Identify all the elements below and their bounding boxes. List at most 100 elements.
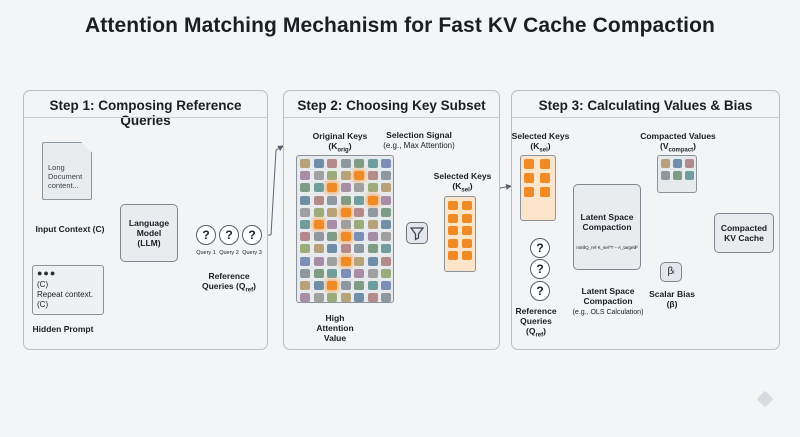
filter-icon	[406, 222, 428, 244]
high-attention-key-cell	[524, 173, 534, 183]
input-context-label: Input Context (C)	[35, 224, 105, 234]
latent-caption: Latent Space Compaction	[572, 286, 644, 306]
key-cell	[340, 159, 351, 168]
step2-title: Step 2: Choosing Key Subset	[297, 98, 486, 113]
high-attention-key-cell	[340, 256, 351, 266]
high-attention-key-cell	[448, 226, 458, 236]
beta-symbol: β	[667, 266, 674, 277]
high-attention-key-cell	[367, 195, 378, 205]
high-attention-label: High Attention Value	[305, 313, 365, 343]
latent-box-title: Latent Space	[580, 212, 634, 222]
key-cell	[367, 219, 378, 229]
latent-caption-line: Latent Space	[581, 286, 635, 296]
key-cell	[381, 268, 391, 278]
key-cell	[381, 256, 391, 266]
key-cell	[354, 280, 364, 290]
key-cell	[381, 244, 391, 254]
query-label: Query 2	[219, 250, 239, 256]
key-cell	[300, 268, 310, 278]
high-attention-line: Attention	[316, 323, 354, 333]
key-cell	[381, 159, 391, 168]
step3-selected-keys-symbol: (Ksel)	[530, 141, 551, 154]
key-cell	[300, 195, 310, 205]
selection-signal-label: Selection Signal	[386, 130, 452, 140]
scalar-bias-label: Scalar Bias	[649, 289, 695, 299]
high-attention-key-cell	[462, 213, 472, 223]
high-attention-key-cell	[354, 171, 364, 181]
key-cell	[300, 232, 310, 242]
beta-subscript: j	[673, 269, 675, 275]
key-cell	[661, 159, 670, 168]
key-cell	[313, 195, 324, 205]
key-cell	[367, 280, 378, 290]
panel-divider	[512, 117, 779, 118]
key-cell	[327, 256, 337, 266]
step1-title: Step 1: Composing Reference Queries	[49, 98, 242, 128]
high-attention-key-cell	[524, 159, 534, 169]
key-cell	[313, 159, 324, 168]
key-cell	[381, 171, 391, 181]
key-cell	[313, 268, 324, 278]
high-attention-key-cell	[462, 251, 472, 261]
latent-box-title: Compaction	[582, 222, 632, 232]
original-keys-label: Original Keys	[312, 131, 368, 141]
key-cell	[685, 171, 694, 180]
key-cell	[367, 293, 378, 303]
high-attention-key-cell	[340, 232, 351, 242]
high-attention-key-cell	[448, 238, 458, 248]
key-cell	[327, 293, 337, 303]
document-icon: Long Document content...	[42, 142, 92, 200]
document-text-line: Long	[48, 163, 65, 172]
ref-line: Queries	[520, 316, 552, 326]
key-cell	[327, 268, 337, 278]
key-cell	[354, 244, 364, 254]
key-cell	[381, 183, 391, 193]
reference-query-icon: ?	[530, 259, 550, 279]
key-cell	[367, 207, 378, 217]
key-cell	[367, 256, 378, 266]
key-cell	[381, 232, 391, 242]
key-cell	[381, 219, 391, 229]
hidden-prompt-label: Hidden Prompt	[32, 324, 94, 334]
key-cell	[327, 159, 337, 168]
selection-signal-sub: (e.g., Max Attention)	[383, 141, 455, 150]
step3-selected-keys-label: Selected Keys	[511, 131, 570, 141]
kv-line: KV Cache	[724, 233, 764, 243]
high-attention-key-cell	[540, 187, 550, 197]
key-cell	[354, 207, 364, 217]
key-cell	[300, 219, 310, 229]
reference-query-icon: ?	[530, 281, 550, 301]
key-cell	[354, 256, 364, 266]
diagram-title: Attention Matching Mechanism for Fast KV…	[85, 14, 715, 37]
key-cell	[685, 159, 694, 168]
key-cell	[340, 183, 351, 193]
key-cell	[300, 244, 310, 254]
key-cell	[354, 159, 364, 168]
key-cell	[661, 171, 670, 180]
query-bubble-icon: ?	[219, 225, 239, 245]
original-keys-symbol: (Korig)	[328, 141, 352, 154]
funnel-icon	[409, 227, 425, 241]
key-cell	[313, 183, 324, 193]
step3-selected-keys-grid	[524, 159, 550, 197]
key-cell	[381, 293, 391, 303]
high-attention-key-cell	[462, 238, 472, 248]
key-cell	[327, 171, 337, 181]
query-bubble-icon: ?	[196, 225, 216, 245]
prompt-text-line: (C)	[37, 280, 49, 289]
key-cell	[354, 219, 364, 229]
query-label: Query 1	[196, 250, 216, 256]
key-cell	[340, 293, 351, 303]
key-cell	[313, 207, 324, 217]
key-cell	[367, 244, 378, 254]
panel-divider	[24, 117, 267, 118]
key-cell	[300, 171, 310, 181]
selected-keys-symbol: (Ksel)	[452, 181, 473, 194]
reference-queries-symbol: Queries (Qref)	[202, 281, 256, 294]
high-attention-key-cell	[540, 159, 550, 169]
high-attention-key-cell	[448, 251, 458, 261]
latent-space-box: Latent Space Compaction min‖Q_ref·K_sel^…	[573, 184, 641, 270]
step3-title: Step 3: Calculating Values & Bias	[538, 98, 753, 113]
key-cell	[381, 195, 391, 205]
key-cell	[340, 171, 351, 181]
